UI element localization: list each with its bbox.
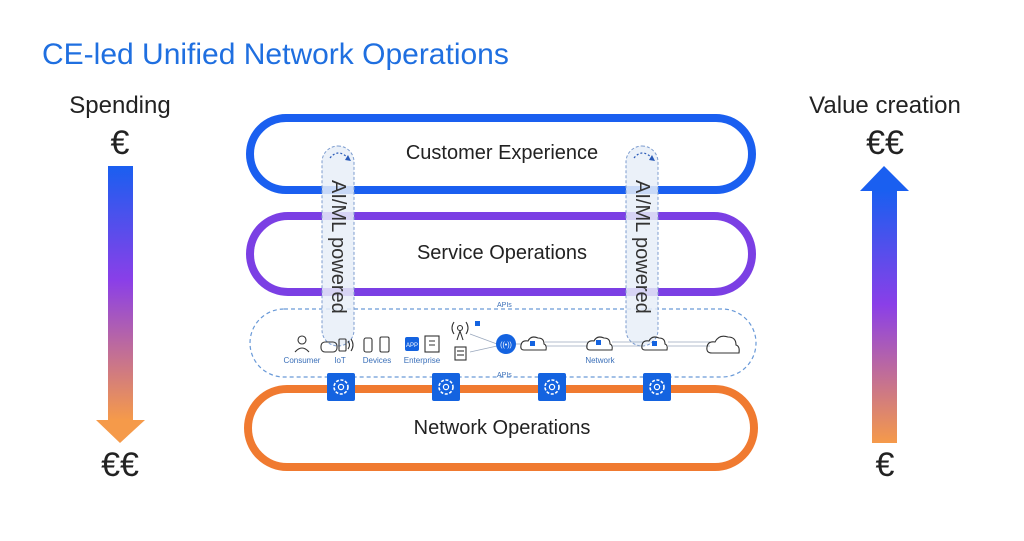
network-band xyxy=(249,308,757,378)
spending-top-symbol: € xyxy=(110,124,130,162)
enterprise-icon: APP xyxy=(405,335,440,353)
apis-label-top: APIs xyxy=(497,302,512,309)
ai-ml-capsule-left xyxy=(321,145,355,347)
ai-ml-label-right: AI/ML powered xyxy=(631,180,653,314)
value-creation-arrow xyxy=(860,166,909,443)
cloud-icon-3 xyxy=(641,336,668,351)
gear-box-2 xyxy=(432,373,460,401)
value-creation-bottom-symbol: € xyxy=(875,446,895,484)
antenna-icon xyxy=(451,321,480,341)
network-operations-pill xyxy=(244,385,758,471)
devices-label: Devices xyxy=(362,356,392,365)
iot-label: IoT xyxy=(334,356,346,365)
value-creation-top-symbol: €€ xyxy=(866,124,904,162)
iot-icon xyxy=(320,338,354,353)
network-operations-label: Network Operations xyxy=(413,417,591,439)
ai-ml-label-left: AI/ML powered xyxy=(327,180,349,314)
enterprise-label: Enterprise xyxy=(403,356,441,365)
signal-hub-icon: ((•)) xyxy=(496,334,516,354)
page-title: CE-led Unified Network Operations xyxy=(42,38,509,71)
cloud-icon-2 xyxy=(586,336,613,351)
devices-icon xyxy=(363,336,390,353)
gear-box-4 xyxy=(643,373,671,401)
value-creation-label: Value creation xyxy=(809,92,961,119)
spending-arrow xyxy=(96,166,145,443)
spending-bottom-symbol: €€ xyxy=(101,446,139,484)
svg-text:((•)): ((•)) xyxy=(500,342,512,349)
customer-experience-label: Customer Experience xyxy=(405,142,599,164)
server-icon xyxy=(454,346,467,361)
service-operations-pill xyxy=(246,212,756,296)
consumer-icon xyxy=(294,335,310,353)
spending-label: Spending xyxy=(69,92,171,119)
cloud-icon-1 xyxy=(520,336,547,351)
svg-text:APP: APP xyxy=(406,343,418,349)
customer-experience-pill xyxy=(246,114,756,194)
network-label: Network xyxy=(585,356,615,365)
cloud-icon-4 xyxy=(706,335,740,354)
gear-box-1 xyxy=(327,373,355,401)
gear-box-3 xyxy=(538,373,566,401)
consumer-label: Consumer xyxy=(283,356,321,365)
apis-label-bottom: APIs xyxy=(497,372,512,379)
service-operations-label: Service Operations xyxy=(416,242,588,264)
network-links xyxy=(469,333,710,353)
